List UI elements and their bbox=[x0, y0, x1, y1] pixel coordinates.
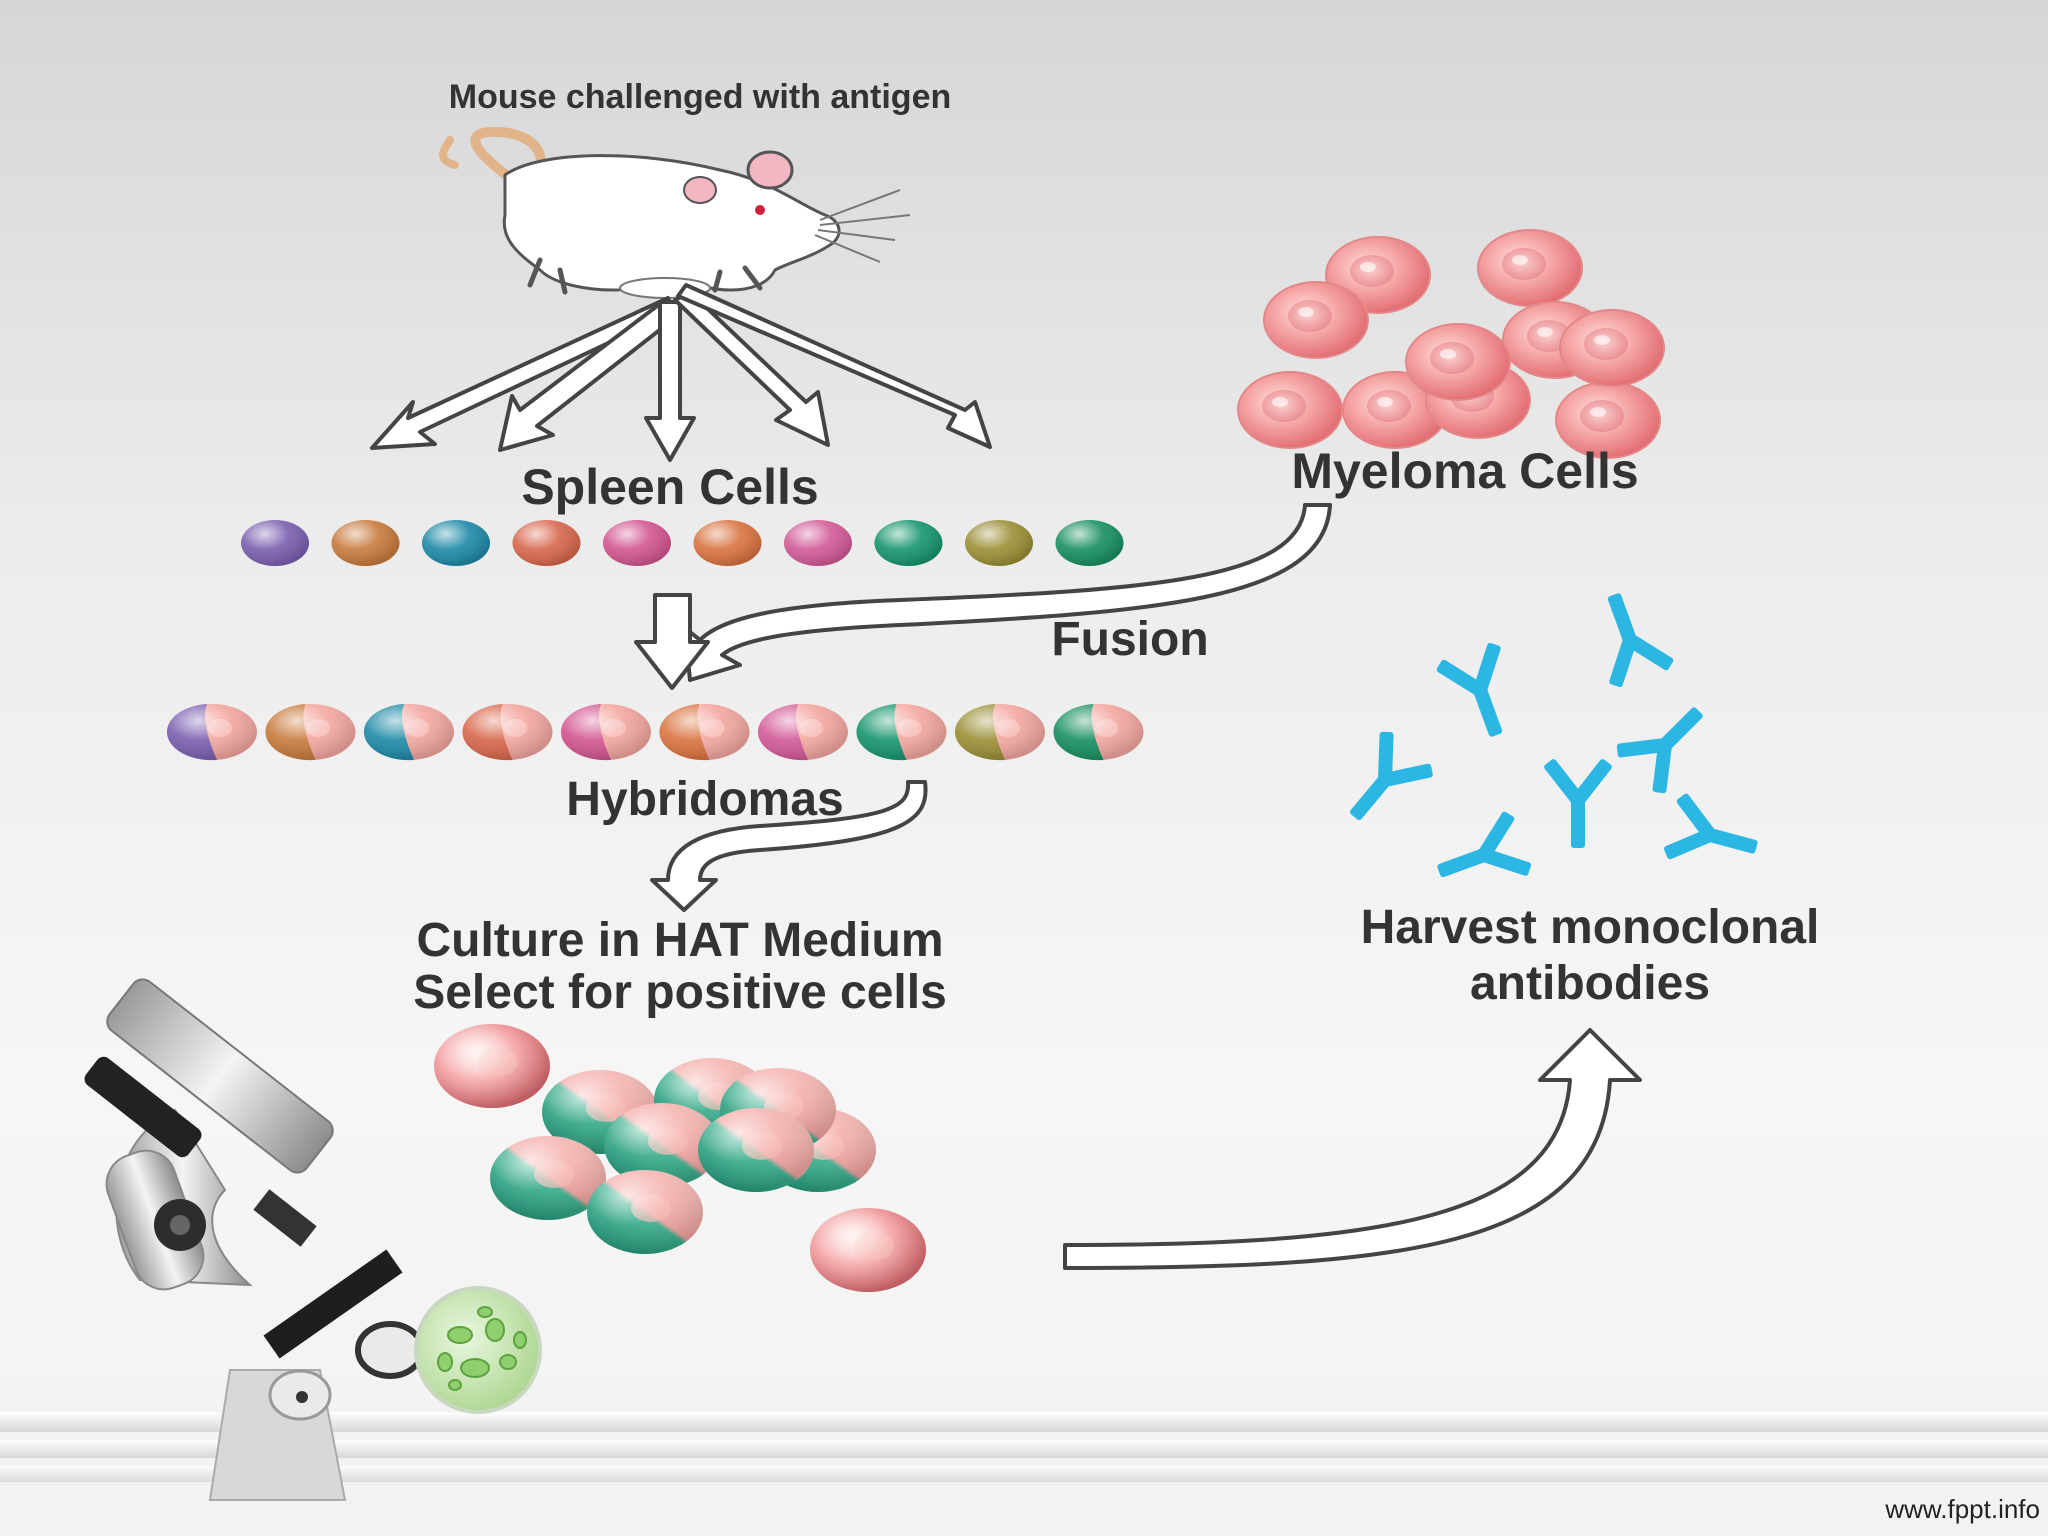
fusion-label: Fusion bbox=[1000, 612, 1260, 667]
antibody-icon bbox=[1427, 808, 1536, 905]
spleen-cells-label: Spleen Cells bbox=[440, 458, 900, 516]
spleen-cell bbox=[965, 520, 1033, 566]
antibody-icon bbox=[1660, 790, 1765, 881]
myeloma-cell bbox=[1238, 372, 1342, 448]
hybridoma-cell bbox=[758, 704, 848, 760]
antibody-icon bbox=[1433, 638, 1530, 747]
spleen-cell bbox=[694, 520, 762, 566]
spleen-cell bbox=[784, 520, 852, 566]
myeloma-cell bbox=[1560, 310, 1664, 386]
spleen-cell bbox=[241, 520, 309, 566]
myeloma-cell bbox=[1264, 282, 1368, 358]
mouse-illustration bbox=[443, 132, 910, 298]
hybridoma-cell bbox=[659, 704, 749, 760]
antibody-icon bbox=[1327, 725, 1439, 839]
spleen-cell bbox=[422, 520, 490, 566]
hybridoma-cell bbox=[955, 704, 1045, 760]
harvest-label-line2: antibodies bbox=[1240, 956, 1940, 1012]
selected-cell bbox=[434, 1024, 550, 1108]
harvest-arrow bbox=[1065, 1030, 1640, 1268]
culture-label-line2: Select for positive cells bbox=[270, 967, 1090, 1019]
fan-arrows bbox=[372, 285, 990, 460]
petri-plate bbox=[416, 1288, 540, 1412]
hybridoma-cell bbox=[856, 704, 946, 760]
mouse-label: Mouse challenged with antigen bbox=[300, 78, 1100, 117]
hybridomas-row bbox=[167, 704, 1144, 760]
hybridoma-cell bbox=[1053, 704, 1143, 760]
spleen-cell bbox=[603, 520, 671, 566]
antibody-icon bbox=[1581, 583, 1678, 692]
culture-label: Culture in HAT Medium Select for positiv… bbox=[270, 915, 1090, 1019]
hybridoma-cell bbox=[561, 704, 651, 760]
culture-label-line1: Culture in HAT Medium bbox=[270, 915, 1090, 967]
myeloma-cell bbox=[1478, 230, 1582, 306]
spleen-cells-row bbox=[241, 520, 1124, 566]
selected-cell bbox=[810, 1208, 926, 1292]
hybridomas-label: Hybridomas bbox=[495, 772, 915, 827]
myeloma-cells-cluster bbox=[1238, 230, 1664, 458]
myeloma-cell bbox=[1406, 324, 1510, 400]
hybridoma-cell bbox=[265, 704, 355, 760]
hybridoma-cell bbox=[167, 704, 257, 760]
selected-cell bbox=[587, 1170, 703, 1254]
hybridoma-cell bbox=[462, 704, 552, 760]
spleen-cell bbox=[875, 520, 943, 566]
spleen-cell bbox=[513, 520, 581, 566]
myeloma-cells-label: Myeloma Cells bbox=[1205, 442, 1725, 500]
footer-url[interactable]: www.fppt.info bbox=[1840, 1494, 2040, 1525]
selected-cells-cluster bbox=[434, 1024, 926, 1292]
selected-cell bbox=[698, 1108, 814, 1192]
harvest-label: Harvest monoclonal antibodies bbox=[1240, 900, 1940, 1012]
antibodies-group bbox=[1327, 583, 1765, 904]
antibody-icon bbox=[1543, 758, 1613, 848]
spleen-cell bbox=[1056, 520, 1124, 566]
antibody-icon bbox=[1610, 686, 1723, 799]
harvest-label-line1: Harvest monoclonal bbox=[1240, 900, 1940, 956]
spleen-cell bbox=[332, 520, 400, 566]
hybridoma-cell bbox=[364, 704, 454, 760]
